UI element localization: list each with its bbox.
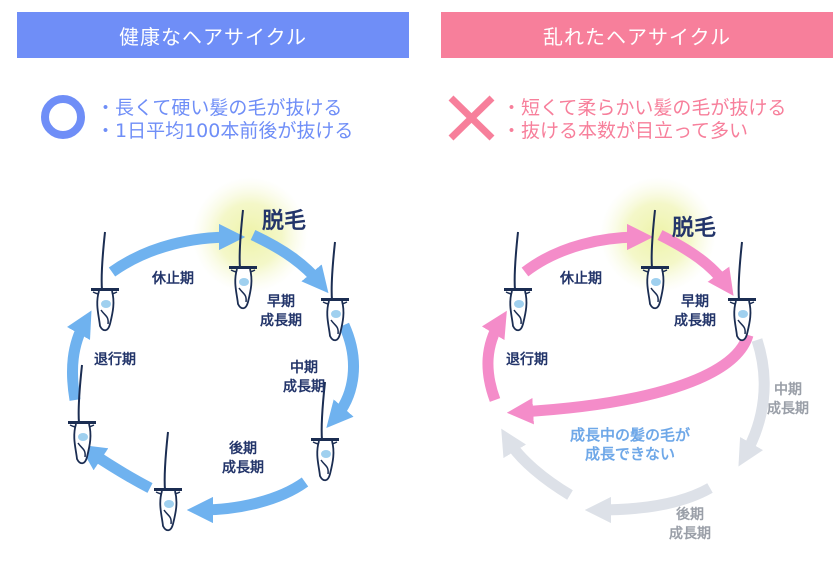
- stage-label-middle-growth: 中期成長期: [767, 382, 809, 417]
- shedding-glow: [600, 177, 716, 293]
- circle-icon: [41, 95, 85, 139]
- healthy-cycle-header: 健康なヘアサイクル: [17, 12, 409, 58]
- stage-label-resting: 休止期: [152, 271, 194, 287]
- disrupted-growth-note: 成長中の髪の毛が成長できない: [569, 426, 690, 463]
- stage-label-late-growth: 後期成長期: [222, 441, 264, 476]
- healthy-cycle-arrows: [66, 223, 359, 524]
- stage-label-regression: 退行期: [94, 352, 136, 368]
- disordered-point-2: ・抜ける本数が目立って多い: [502, 120, 749, 142]
- stage-label-late-growth: 後期成長期: [669, 507, 711, 542]
- inactive-cycle-arrows: [501, 338, 770, 524]
- healthy-point-2: ・1日平均100本前後が抜ける: [96, 120, 354, 142]
- stage-label-regression: 退行期: [506, 352, 548, 368]
- stage-label-early-growth: 早期成長期: [674, 294, 716, 329]
- stage-label-middle-growth: 中期成長期: [283, 360, 325, 395]
- disordered-cycle-header: 乱れたヘアサイクル: [441, 12, 833, 58]
- cross-icon: [448, 95, 495, 141]
- healthy-point-1: ・長くて硬い髪の毛が抜ける: [96, 97, 343, 119]
- disordered-point-1: ・短くて柔らかい髪の毛が抜ける: [502, 97, 787, 119]
- stage-label-early-growth: 早期成長期: [260, 294, 302, 329]
- shedding-glow: [192, 177, 308, 293]
- disordered-cycle-arrows: [481, 223, 754, 425]
- stage-label-resting: 休止期: [560, 271, 602, 287]
- stage-label-shedding: 脱毛: [672, 216, 717, 241]
- stage-label-shedding: 脱毛: [262, 209, 307, 234]
